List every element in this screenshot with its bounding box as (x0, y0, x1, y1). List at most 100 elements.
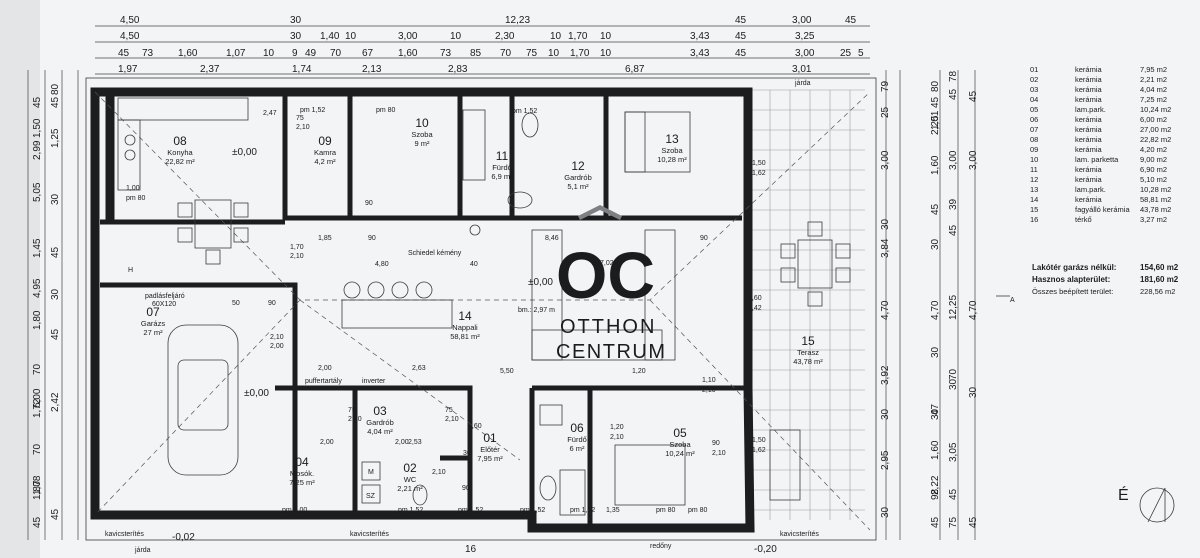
legend-row-13-number: 13 (1030, 185, 1038, 194)
legend-row-16-material: térkő (1075, 215, 1092, 224)
room-03-number: 03 (373, 404, 387, 418)
interior-dim-47: pm 1,00 (282, 507, 307, 514)
dim-top_row3-20: 25 (840, 48, 852, 59)
room-09-number: 09 (318, 134, 332, 148)
interior-dim-0: 1,85 (318, 235, 332, 242)
dim-left_col2-7: 2,42 (50, 392, 61, 412)
dim-right_col3-7: 30 (948, 378, 959, 390)
interior-dim-36: 1,50 (752, 160, 766, 167)
dim-top_row3-9: 1,60 (398, 48, 418, 59)
legend-row-06-area: 6,00 m2 (1140, 115, 1167, 124)
interior-dim-40: 2,47 (263, 110, 277, 117)
right-dimension-lines (885, 70, 976, 540)
dim-left_col-7: 70 (32, 363, 43, 375)
dim-right_col3-9: 45 (948, 488, 959, 500)
dim-top_row3-15: 1,70 (570, 48, 590, 59)
legend-row-08-material: kerámia (1075, 135, 1103, 144)
interior-dim-24: 1,60 (468, 423, 482, 430)
interior-dim-9: 2,00 (318, 365, 332, 372)
dim-left_col2-4: 45 (50, 246, 61, 258)
interior-dim-2: 8,46 (545, 235, 559, 242)
legend-row-12-number: 12 (1030, 175, 1038, 184)
legend-row-09-material: kerámia (1075, 145, 1103, 154)
legend-row-02-material: kerámia (1075, 75, 1103, 84)
note-chimney: Schiedel kémény (408, 250, 462, 257)
dim-top_row2-10: 3,43 (690, 31, 710, 42)
dim-left_col-2: 2,99 (32, 140, 43, 160)
dim-right_col3-6: 70 (948, 368, 959, 380)
dim-top_row3-8: 67 (362, 48, 374, 59)
bottom-dim-left: -0,02 (172, 532, 195, 543)
room-01-area: 7,95 m² (477, 454, 503, 463)
legend-sum3-label: Összes beépített terület: (1032, 287, 1113, 296)
room-02-area: 2,21 m² (397, 484, 423, 493)
legend-row-16-number: 16 (1030, 215, 1038, 224)
room-10-name: Szoba (411, 130, 433, 139)
room-07-name: Garázs (141, 319, 165, 328)
interior-dim-10: 2,63 (412, 365, 426, 372)
dim-right_col4-1: 3,00 (968, 150, 979, 170)
watermark-mono: OC (556, 238, 655, 312)
interior-dim-34: 90 (712, 440, 720, 447)
room-08-area: 22,82 m² (165, 157, 195, 166)
kitchen-counter (117, 97, 249, 191)
room-01-name: Előtér (480, 445, 500, 454)
dim-top_row3-12: 70 (500, 48, 512, 59)
room-08-number: 08 (173, 134, 187, 148)
dim-right_col2-0: 80 (930, 80, 941, 92)
dim-top_row1-2: 12,23 (505, 15, 530, 26)
legend-row-13-area: 10,28 m2 (1140, 185, 1171, 194)
bottom-dim-mid: 16 (465, 544, 477, 555)
paper-shadow (0, 0, 40, 558)
dim-right_col2-5: 45 (930, 203, 941, 215)
room-11-area: 6,9 m² (491, 172, 513, 181)
dim-right_col2-12: 2,22 (930, 475, 941, 495)
dim-right_col-8: 2,95 (880, 450, 891, 470)
note-attic-size: 60X120 (152, 301, 176, 308)
dim-left_col2-0: 80 (50, 83, 61, 95)
legend-row-16-area: 3,27 m2 (1140, 215, 1167, 224)
legend-row-04-material: kerámia (1075, 95, 1103, 104)
legend-sum3-value: 228,56 m2 (1140, 287, 1175, 296)
legend-row-15-area: 43,78 m2 (1140, 205, 1171, 214)
dim-right_col3-8: 3,05 (948, 442, 959, 462)
room-11-name: Fürdő (492, 163, 512, 172)
dim-left_col-8: 6,00 (32, 388, 43, 408)
bath-fixtures (462, 109, 586, 516)
dim-right_col3-0: 78 (948, 70, 959, 82)
dim-top_row3-19: 3,00 (795, 48, 815, 59)
interior-dim-42: 2,10 (296, 124, 310, 131)
watermark-line2: CENTRUM (556, 341, 667, 363)
dim-right_col4-0: 45 (968, 90, 979, 102)
north-arrow (1139, 487, 1175, 523)
note-inverter: inverter (362, 378, 386, 385)
interior-dim-28: 1,20 (610, 424, 624, 431)
interior-dim-21: 2,53 (408, 439, 422, 446)
dim-top_row4-1: 2,37 (200, 64, 220, 75)
room-06-number: 06 (570, 421, 584, 435)
room-03-area: 4,04 m² (367, 427, 393, 436)
note-walkway-top: járda (794, 80, 811, 87)
dim-right_col3-2: 3,00 (948, 150, 959, 170)
dim-right_col3-10: 75 (948, 516, 959, 528)
car (167, 324, 239, 476)
dim-right_col2-2: 2,25 (930, 115, 941, 135)
dim-left_col-12: 1,87 (32, 480, 43, 500)
dim-left_col-1: 1,50 (32, 118, 43, 138)
dim-right_col-5: 4,70 (880, 300, 891, 320)
note-attic: padlásfeljáró (145, 293, 185, 300)
interior-dim-19: 2,10 (348, 416, 362, 423)
interior-dim-7: 40 (470, 261, 478, 268)
section-label: A (1010, 297, 1015, 304)
legend-row-01-area: 7,95 m2 (1140, 65, 1167, 74)
interior-dim-41: 75 (296, 115, 304, 122)
dim-left_col2-6: 45 (50, 328, 61, 340)
dim-top_row3-18: 45 (735, 48, 747, 59)
